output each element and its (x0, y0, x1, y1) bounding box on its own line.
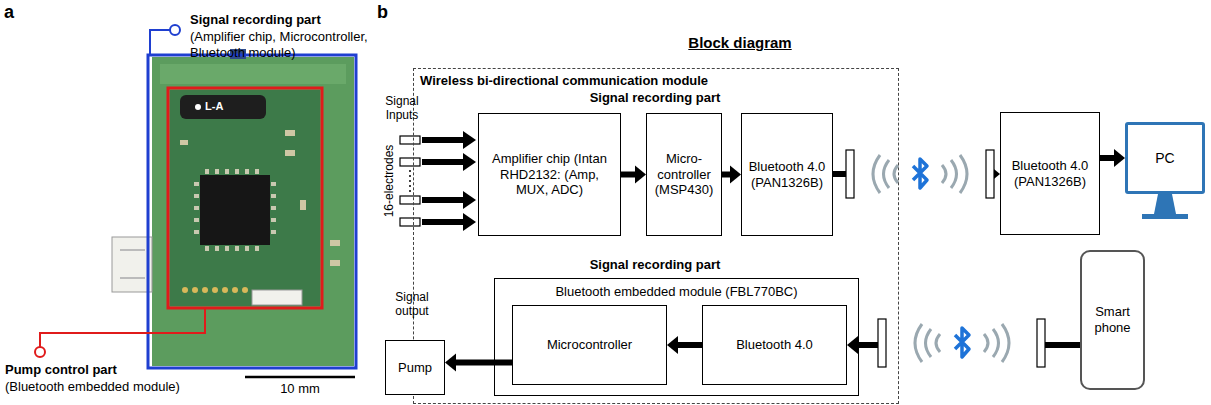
module-board (170, 90, 320, 306)
antenna (1037, 319, 1045, 367)
arrow-shaft (1100, 155, 1115, 161)
arrow-shaft (677, 342, 702, 348)
arrow-head (667, 336, 678, 354)
electrodes (400, 136, 420, 226)
dot (195, 104, 201, 110)
bluetooth-symbol (955, 328, 969, 357)
arrow-head (445, 354, 456, 372)
process-box: Bluetooth 4.0 (702, 305, 847, 385)
monitor-box: PC (1125, 122, 1205, 194)
callout-title: Signal recording part (190, 12, 321, 28)
leader-line (40, 308, 205, 347)
node-text: Micro-controller (MSP430) (650, 151, 718, 198)
node-text: Bluetooth 4.0 (PAN1326B) (1004, 158, 1096, 189)
process-box: Micro-controller (MSP430) (646, 113, 722, 236)
group-heading: Signal recording part (590, 90, 721, 106)
signal-name: Signal Inputs (377, 94, 427, 123)
callout-text: (Bluetooth embedded module) (5, 379, 180, 395)
group-heading: Signal recording part (590, 257, 721, 273)
panel-letter: b (377, 2, 388, 24)
block-arrow (722, 166, 741, 184)
monitor-stand (1154, 194, 1176, 214)
outline-red (168, 88, 322, 308)
callout-title: Pump control part (5, 362, 117, 378)
antenna (846, 150, 854, 198)
monitor-base (1142, 214, 1188, 219)
arrow-head (1114, 149, 1125, 167)
connector (252, 290, 302, 305)
arrow-head (847, 336, 858, 354)
block-arrow (621, 166, 646, 184)
connector (112, 237, 152, 292)
radio-waves (873, 155, 967, 193)
phone-box: Smart phone (1080, 250, 1145, 390)
pcb-area (160, 64, 346, 84)
process-box: Microcontroller (512, 305, 667, 385)
module-box: Wireless bi-directional communication mo… (413, 68, 899, 404)
node-text: Bluetooth 4.0 (PAN1326B) (745, 159, 829, 190)
panel-letter: a (4, 2, 14, 24)
antenna (878, 319, 886, 367)
small-components (180, 130, 340, 266)
process-box: Bluetooth 4.0 (PAN1326B) (741, 113, 833, 236)
signal-name: Signal output (381, 290, 443, 319)
link-ground (846, 150, 994, 198)
node-text: Bluetooth 4.0 (736, 337, 813, 353)
arrow-head (730, 166, 741, 184)
component (180, 95, 266, 119)
leader-line (150, 30, 170, 55)
node-text: Bluetooth embedded module (FBL770BC) (555, 284, 797, 300)
scale-bar (245, 376, 355, 379)
input-arrows (422, 131, 476, 231)
node-text: Amplifier chip (Intan RHD2132: (Amp, MUX… (482, 151, 617, 198)
arrow-head (635, 166, 646, 184)
link-ground (878, 319, 1045, 367)
node-text: Smart phone (1085, 304, 1140, 335)
leader-dot (170, 25, 180, 35)
radio-waves (915, 324, 1009, 362)
gold-pads (182, 287, 248, 293)
chip-marking: L-A (205, 100, 223, 113)
arrow-shaft (455, 360, 512, 366)
node-text: Wireless bi-directional communication mo… (420, 73, 708, 89)
callout-text: (Amplifier chip, Microcontroller, Blueto… (190, 29, 405, 60)
signal-name: 16-electrodes (382, 145, 396, 218)
scale-label: 10 mm (280, 381, 320, 397)
block-arrow (445, 354, 512, 372)
chip-pins (194, 169, 276, 251)
leader-dot (35, 347, 45, 357)
process-box: Amplifier chip (Intan RHD2132: (Amp, MUX… (478, 113, 621, 236)
pcb-board (152, 57, 354, 366)
antenna (986, 150, 994, 198)
arrow-shaft (722, 172, 731, 178)
diagram-title: Block diagram (688, 34, 791, 52)
node-text: PC (1155, 150, 1174, 167)
bluetooth-symbol (913, 159, 927, 188)
outline-blue (148, 55, 356, 368)
block-arrow (667, 336, 702, 354)
process-box: Pump (385, 340, 445, 395)
node-text: Microcontroller (547, 337, 632, 353)
connector-detail (120, 249, 145, 251)
connector-detail (120, 277, 145, 279)
chip (200, 175, 270, 245)
arrow-shaft (621, 172, 636, 178)
node-text: Pump (398, 360, 432, 376)
block-arrow (1100, 149, 1125, 167)
module-box: Bluetooth embedded module (FBL770BC) Micr… (494, 278, 859, 396)
process-box: Bluetooth 4.0 (PAN1326B) (1000, 112, 1100, 235)
